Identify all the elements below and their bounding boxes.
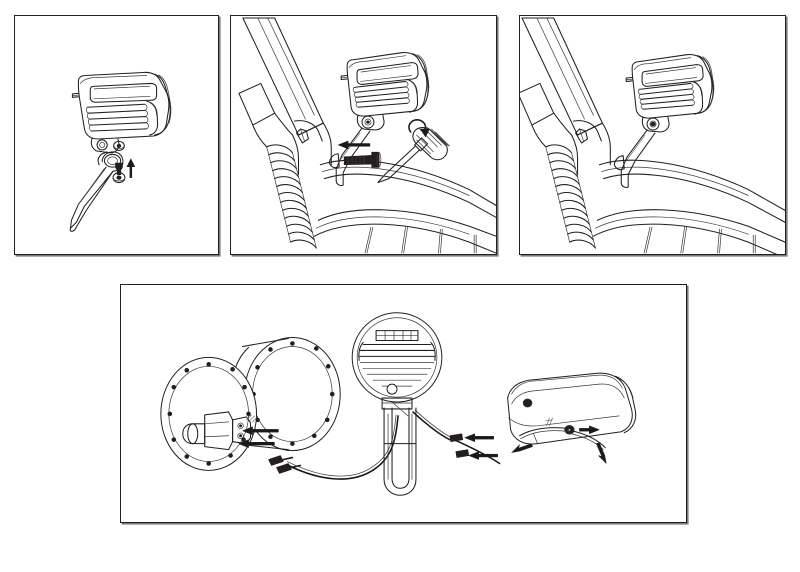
panel-2-drawing bbox=[238, 17, 496, 254]
wheel-spokes bbox=[643, 225, 756, 254]
screwdriver bbox=[377, 127, 450, 184]
suspension-fork bbox=[238, 17, 332, 249]
panel-wiring-overview-dynamo-to-lights bbox=[120, 284, 687, 523]
panel-4-drawing bbox=[160, 312, 637, 496]
panel-headlamp-and-bracket-exploded bbox=[14, 15, 219, 255]
front-headlamp-housing bbox=[71, 71, 172, 154]
tighten-rotation-arrow bbox=[408, 118, 430, 138]
suspension-fork bbox=[520, 17, 611, 249]
mounting-bracket-arm bbox=[613, 129, 656, 189]
rear-light bbox=[507, 372, 637, 445]
rear-light-terminal-screw-right bbox=[564, 425, 575, 435]
assembly-direction-arrow bbox=[126, 158, 136, 178]
rear-light-terminal-screw-left bbox=[522, 398, 533, 408]
panel-1-drawing bbox=[69, 71, 172, 232]
hub-dynamo-connector-block bbox=[232, 414, 258, 445]
mounting-screw bbox=[112, 162, 126, 184]
panel-3-drawing bbox=[520, 17, 785, 254]
front-wheel-tire bbox=[313, 159, 496, 254]
panel-lamp-mounted-on-fork-with-tools bbox=[230, 15, 497, 255]
wire-dynamo-to-front-lamp bbox=[285, 414, 399, 480]
connection-arrow-rear-2 bbox=[468, 451, 498, 460]
mounting-bracket-arm bbox=[69, 151, 124, 232]
wheel-spokes bbox=[364, 225, 477, 254]
hub-dynamo bbox=[160, 337, 341, 471]
front-headlamp-housing bbox=[625, 53, 715, 133]
panel-completed-lamp-installation bbox=[519, 15, 786, 255]
connection-arrow-rear-4 bbox=[596, 442, 607, 464]
front-lamp-round bbox=[351, 312, 443, 410]
connection-arrow-rear-3 bbox=[511, 443, 533, 453]
connection-arrow-dynamo-1 bbox=[242, 426, 279, 435]
connection-arrow-rear-5 bbox=[579, 425, 600, 434]
spade-connector-rear-a bbox=[449, 433, 464, 442]
hub-dynamo-flange-right bbox=[244, 337, 341, 452]
front-lamp-bracket bbox=[383, 401, 417, 496]
insert-direction-arrow bbox=[337, 140, 371, 150]
front-wheel-tire bbox=[592, 159, 785, 254]
connection-arrow-dynamo-2 bbox=[238, 439, 275, 448]
connection-arrow-rear-1 bbox=[464, 433, 494, 442]
washer bbox=[113, 140, 125, 151]
spade-connector-rear-b bbox=[455, 449, 470, 458]
mounting-screw bbox=[343, 151, 382, 168]
tightened-screw bbox=[650, 121, 656, 127]
spade-connector-dynamo-a bbox=[268, 455, 294, 466]
front-headlamp-housing bbox=[340, 51, 430, 131]
